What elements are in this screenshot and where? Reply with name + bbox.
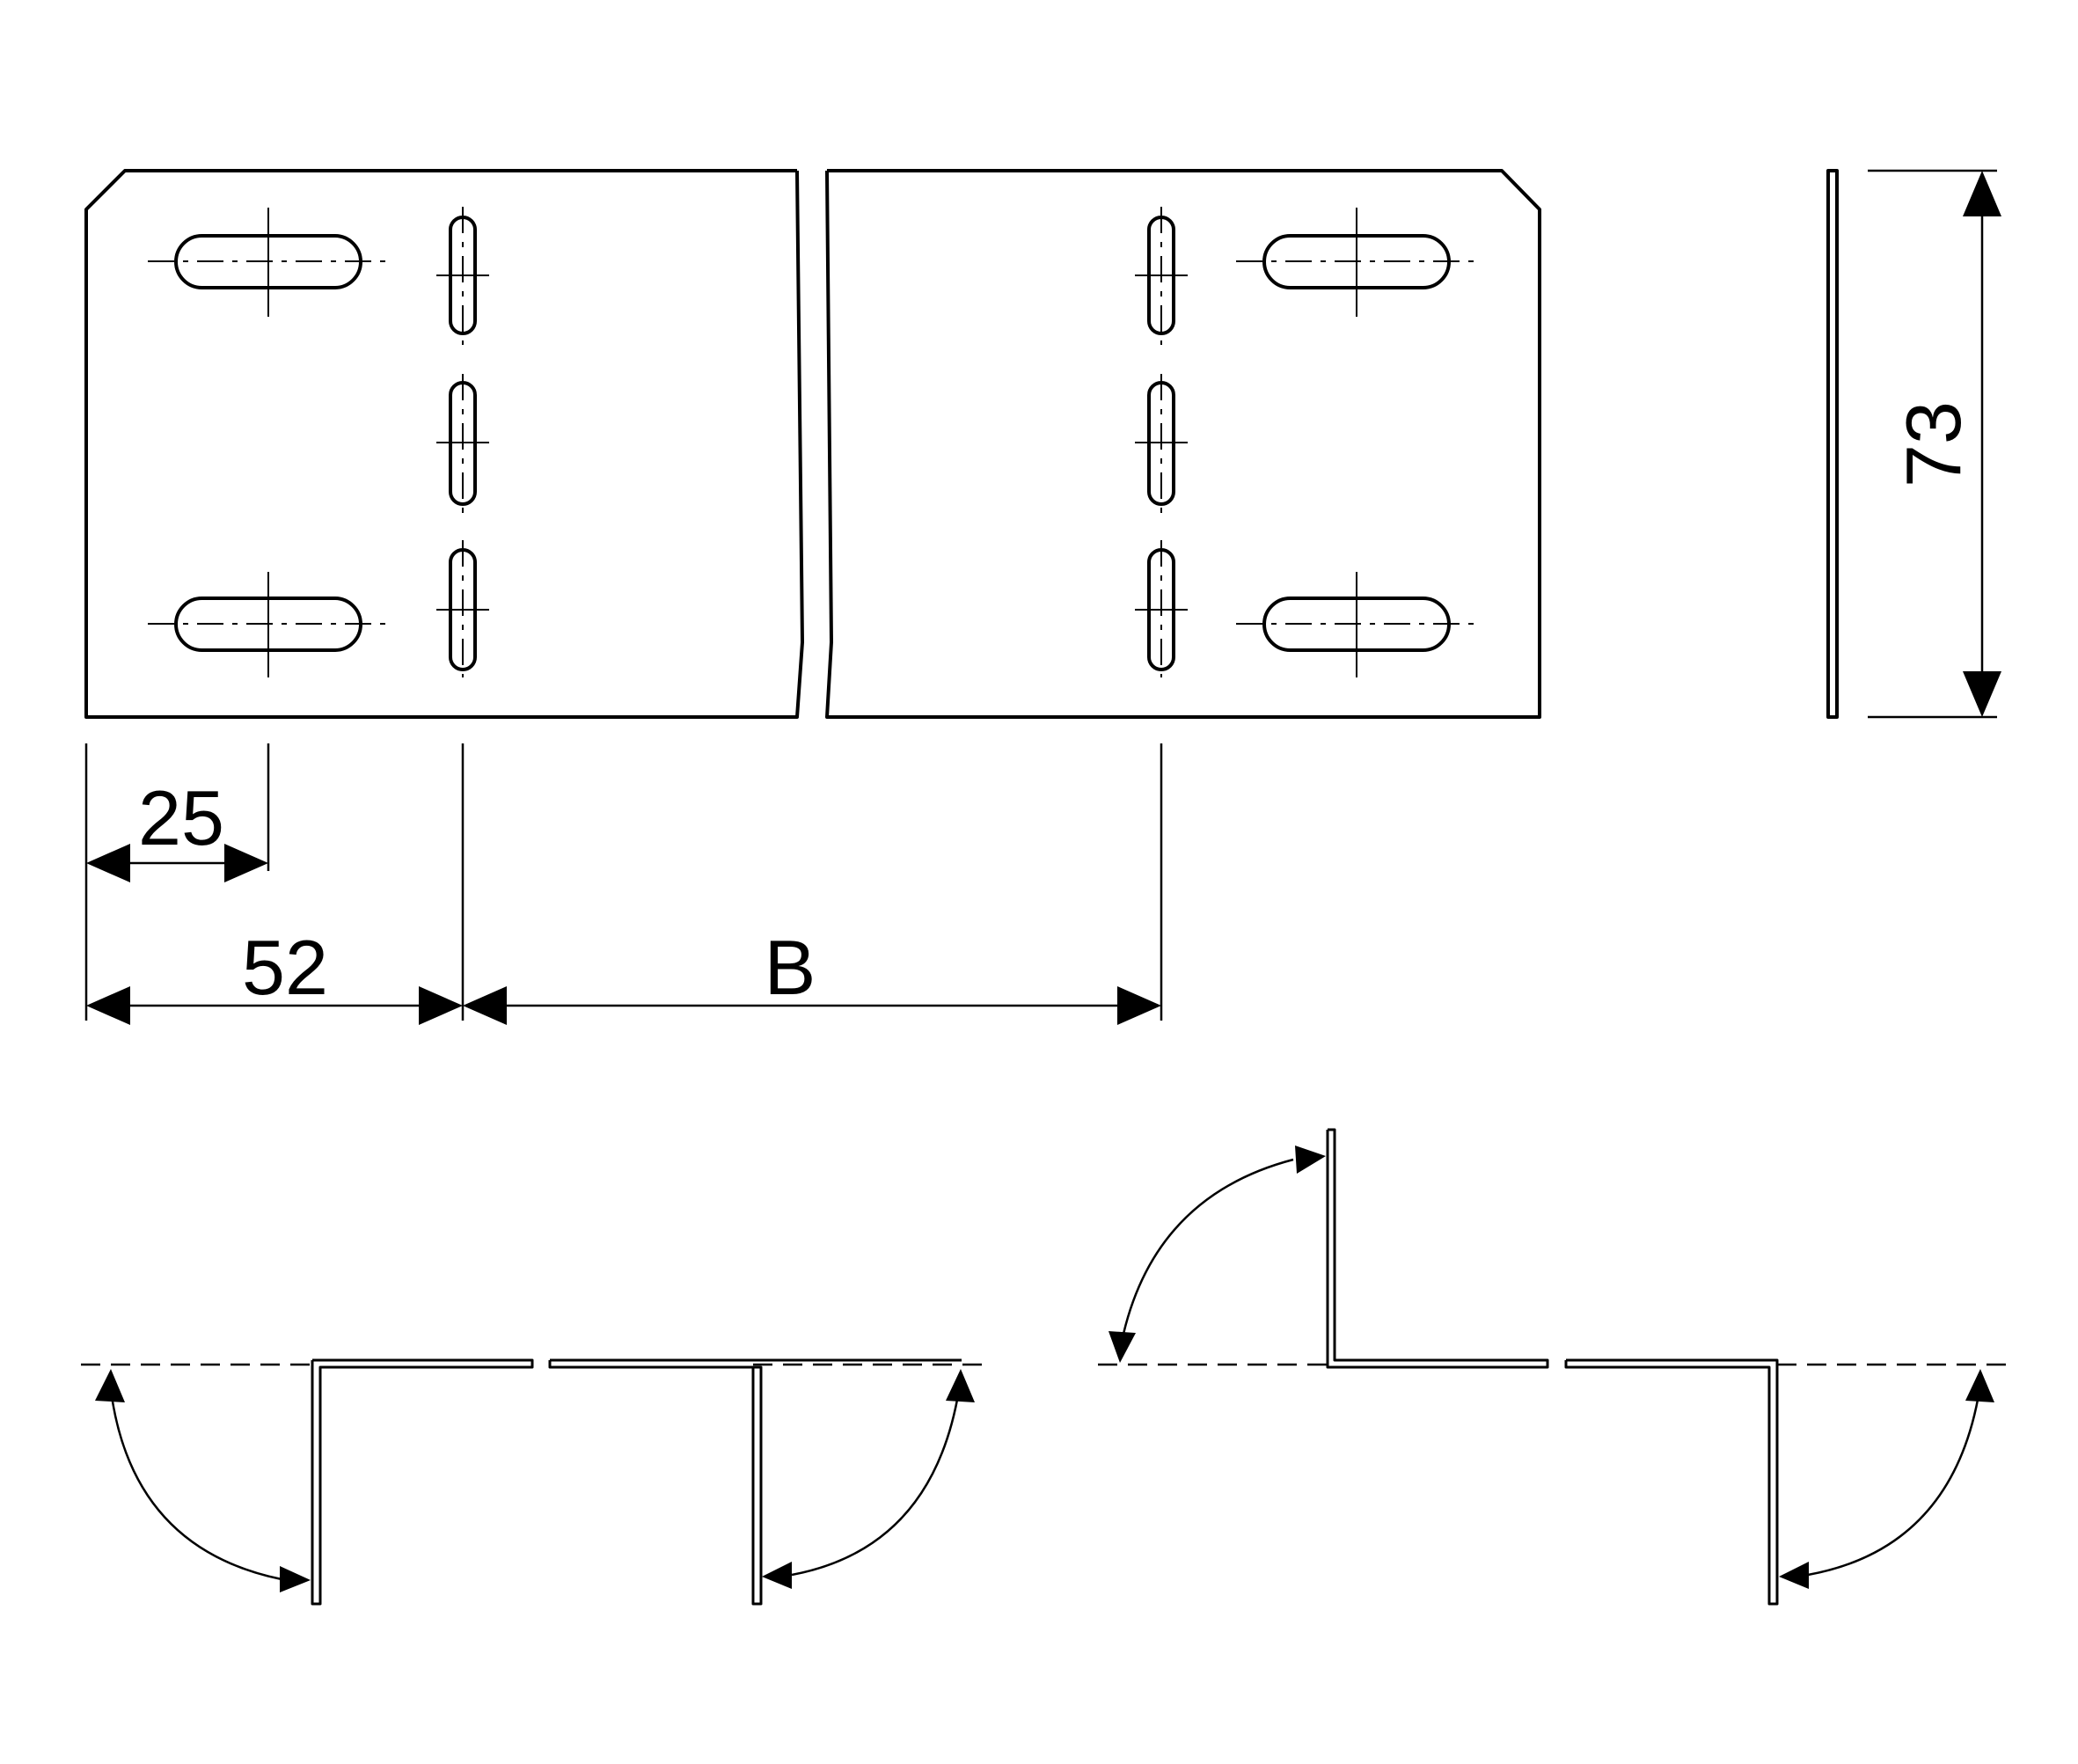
right-plate bbox=[825, 169, 1541, 719]
arrow-73-bottom bbox=[1963, 671, 2001, 717]
left-horizontal-slot-top bbox=[148, 208, 389, 317]
side-view-strip bbox=[1826, 169, 1839, 719]
arrow-B-left bbox=[463, 986, 507, 1025]
bend-diagram-right bbox=[1098, 1128, 2008, 1606]
left-plate bbox=[84, 169, 804, 719]
right-horizontal-slot-bottom bbox=[1236, 572, 1476, 677]
bend-arc-2 bbox=[791, 1389, 961, 1577]
dim-B-label: B bbox=[765, 924, 816, 1011]
right-plate-outline bbox=[825, 169, 1541, 719]
arrow-arc-2-start bbox=[946, 1369, 975, 1402]
arrow-B-right bbox=[1117, 986, 1161, 1025]
bend-diagram-left bbox=[81, 1358, 990, 1606]
right-vertical-slot-2 bbox=[1135, 374, 1188, 513]
bend-arc-1 bbox=[109, 1389, 282, 1581]
bend-arc-3 bbox=[1120, 1158, 1294, 1343]
left-plate-outline bbox=[84, 169, 804, 719]
dimension-lines bbox=[84, 743, 1163, 1021]
left-vertical-slot-3 bbox=[436, 540, 489, 677]
arrow-52-left bbox=[86, 986, 130, 1025]
right-horizontal-slot-top bbox=[1236, 208, 1476, 317]
arrow-arc-2-end bbox=[762, 1562, 792, 1589]
arrow-arc-1-start bbox=[95, 1369, 125, 1402]
right-vertical-slot-1 bbox=[1135, 207, 1188, 345]
dim-52-label: 52 bbox=[242, 924, 328, 1011]
left-vertical-slot-1 bbox=[436, 207, 489, 345]
right-vertical-slot-3 bbox=[1135, 540, 1188, 677]
arrow-25-right bbox=[224, 844, 268, 882]
left-horizontal-slot-bottom bbox=[148, 572, 389, 677]
arrow-25-left bbox=[86, 844, 130, 882]
arrowheads bbox=[86, 171, 2001, 1592]
arrow-arc-1-end bbox=[280, 1566, 311, 1592]
arrow-arc-3-end bbox=[1295, 1146, 1326, 1174]
arrow-73-top bbox=[1963, 171, 2001, 216]
side-view bbox=[1826, 169, 1997, 719]
dim-73-label: 73 bbox=[1890, 401, 1977, 487]
dim-25-label: 25 bbox=[138, 774, 224, 861]
arrow-arc-4-end bbox=[1779, 1562, 1809, 1589]
bend-arc-4 bbox=[1807, 1389, 1981, 1577]
arrow-arc-3-start bbox=[1109, 1331, 1136, 1363]
arrow-52-right bbox=[419, 986, 463, 1025]
left-vertical-slot-2 bbox=[436, 374, 489, 513]
arrow-arc-4-start bbox=[1965, 1369, 1994, 1402]
